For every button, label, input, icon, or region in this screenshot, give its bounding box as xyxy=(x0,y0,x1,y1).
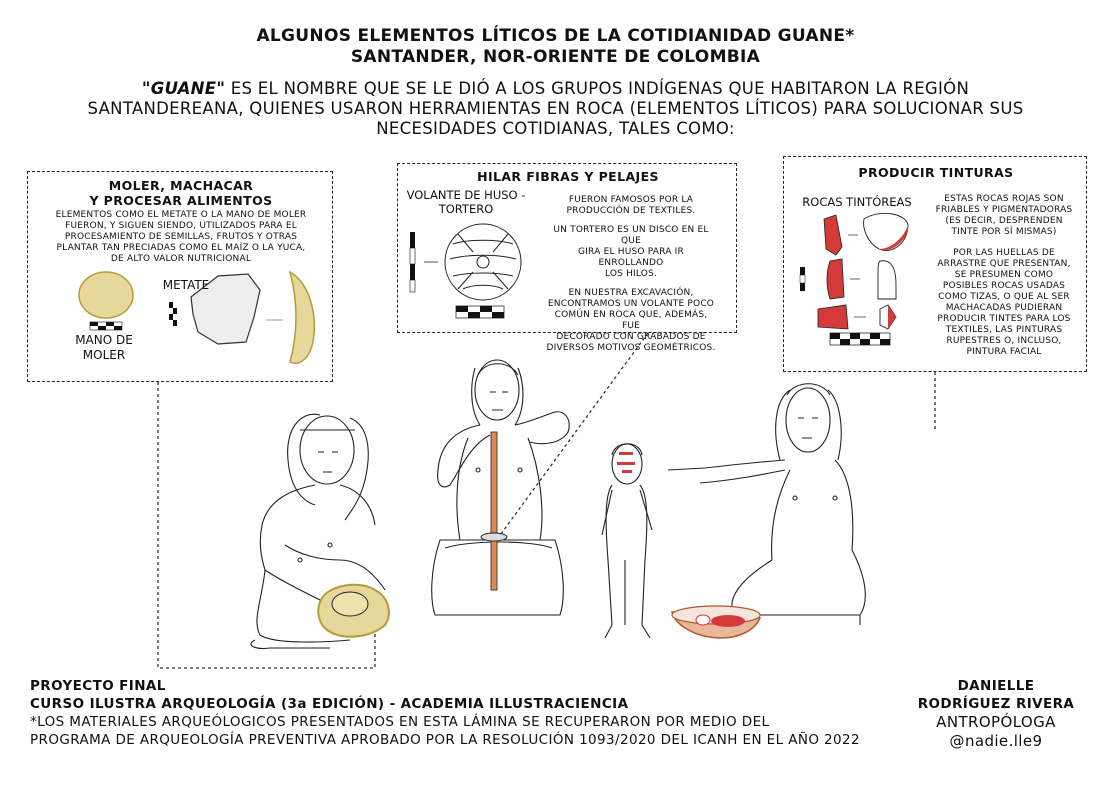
scale-bar-icon xyxy=(89,321,123,331)
panel-hilar: HILAR FIBRAS Y PELAJES VOLANTE DE HUSO -… xyxy=(397,163,737,353)
panel-hilar-text-line xyxy=(546,217,716,225)
panel-hilar-text-line xyxy=(546,280,716,288)
panel-tinturas-text-line xyxy=(924,238,1084,248)
panel-tinturas-text-line: ARRASTRE QUE PRESENTAN, xyxy=(937,259,1071,269)
scale-bar-icon xyxy=(829,332,891,346)
author-name-2: RODRÍGUEZ RIVERA xyxy=(917,696,1075,712)
tortero-disc-icon xyxy=(444,223,522,301)
panel-moler-text: ELEMENTOS COMO EL METATE O LA MANO DE MO… xyxy=(28,210,334,265)
spindle-icon xyxy=(480,431,508,591)
label-mano-2: MOLER xyxy=(82,348,126,362)
bowl-icon xyxy=(670,605,762,639)
panel-moler-title-2: Y PROCESAR ALIMENTOS xyxy=(89,193,273,208)
panel-hilar-text-line: ENCONTRAMOS UN VOLANTE POCO xyxy=(547,299,715,309)
footer-note-2: PROGRAMA DE ARQUEOLOGÍA PREVENTIVA APROB… xyxy=(30,732,861,748)
figure-spinning-woman xyxy=(431,359,570,616)
red-rock-2-icon xyxy=(826,258,845,300)
red-rock-1-icon xyxy=(823,214,843,256)
metate-in-use xyxy=(317,583,390,638)
panel-moler: MOLER, MACHACAR Y PROCESAR ALIMENTOS ELE… xyxy=(27,171,333,382)
figure-kneeling-woman xyxy=(250,413,386,649)
label-mano-1: MANO DE xyxy=(75,333,133,347)
panel-hilar-text-line: LOS HILOS. xyxy=(604,269,658,279)
panel-tinturas-text-line: POSIBLES ROCAS USADAS xyxy=(942,281,1066,291)
scale-bar-vertical-icon xyxy=(169,302,177,326)
panel-tinturas-text-line: PINTURA FACIAL xyxy=(966,347,1042,357)
footer-project-text: PROYECTO FINAL xyxy=(30,678,166,694)
panel-hilar-artifacts xyxy=(409,223,522,319)
intro-line-2: SANTANDEREANA, QUIENES USARON HERRAMIENT… xyxy=(87,99,1024,118)
page-subtitle: SANTANDER, NOR-ORIENTE DE COLOMBIA xyxy=(350,47,761,67)
panel-tinturas-text-line: FRIABLES Y PIGMENTADORAS xyxy=(935,205,1073,215)
panel-moler-text-line: ELEMENTOS COMO EL METATE O LA MANO DE MO… xyxy=(55,210,307,220)
page-title: ALGUNOS ELEMENTOS LÍTICOS DE LA COTIDIAN… xyxy=(256,26,855,46)
panel-tinturas-text-line: (ES DECIR, DESPRENDEN xyxy=(945,216,1063,226)
metate-profile-icon xyxy=(288,270,316,364)
panel-hilar-text-line: COMÚN EN ROCA QUE, ADEMÁS, FUE xyxy=(554,310,708,331)
panel-tinturas-text-line: POR LAS HUELLAS DE xyxy=(953,248,1055,258)
panel-tinturas-title: PRODUCIR TINTURAS xyxy=(858,165,1014,180)
mano-de-moler-icon xyxy=(78,271,134,319)
footer-course: CURSO ILUSTRA ARQUEOLOGÍA (3a EDICIÓN) -… xyxy=(30,695,628,713)
author-name-1: DANIELLE xyxy=(957,678,1035,694)
author-role: ANTROPÓLOGA xyxy=(936,713,1056,731)
panel-tinturas-text-line: RUPESTRES O, INCLUSO, xyxy=(946,336,1062,346)
panel-tinturas-text-line: ESTAS ROCAS ROJAS SON xyxy=(944,194,1064,204)
intro-line-1: "GUANE" ES EL NOMBRE QUE SE LE DIÓ A LOS… xyxy=(40,79,1071,99)
panel-hilar-text-line: EN NUESTRA EXCAVACIÓN, xyxy=(568,288,694,298)
intro-line-1-text: ES EL NOMBRE QUE SE LE DIÓ A LOS GRUPOS … xyxy=(225,79,970,98)
panel-moler-text-line: FUERON, Y SIGUEN SIENDO, UTILIZADOS PARA… xyxy=(65,221,297,231)
figure-painting-woman xyxy=(667,383,866,630)
panel-hilar-text-line: UN TORTERO ES UN DISCO EN EL QUE xyxy=(553,225,709,246)
panel-tinturas-text-line: PRODUCIR TINTES PARA LOS xyxy=(937,314,1071,324)
panel-hilar-text-line: DIVERSOS MOTIVOS GEOMÉTRICOS. xyxy=(546,343,716,353)
red-rock-3-icon xyxy=(817,304,849,330)
panel-tinturas: PRODUCIR TINTURAS ROCAS TINTÓREAS ESTAS … xyxy=(783,156,1087,372)
panel-tinturas-artifacts xyxy=(799,212,909,346)
panel-moler-text-line: PROCESAMIENTO DE SEMILLAS, FRUTOS Y OTRA… xyxy=(64,232,298,242)
panel-hilar-title: HILAR FIBRAS Y PELAJES xyxy=(477,169,659,184)
panel-moler-text-line: DE ALTO VALOR NUTRICIONAL xyxy=(110,254,252,264)
panel-tinturas-text-line: TEXTILES, LAS PINTURAS xyxy=(945,325,1063,335)
label-metate: METATE xyxy=(162,278,210,292)
intro-bold-guane: "GUANE" xyxy=(141,79,226,98)
panel-hilar-text-line: GIRA EL HUSO PARA IR ENROLLANDO xyxy=(578,247,684,268)
footer-note-1: *LOS MATERIALES ARQUEÓLOGICOS PRESENTADO… xyxy=(30,714,770,730)
scale-bar-icon xyxy=(455,305,505,319)
intro-line-3: NECESIDADES COTIDIANAS, TALES COMO: xyxy=(376,119,735,138)
label-rocas: ROCAS TINTÓREAS xyxy=(802,195,912,209)
panel-tinturas-text-line: COMO TIZAS, O QUE AL SER xyxy=(938,292,1070,302)
connector-lines xyxy=(157,332,936,669)
footer-course-text: CURSO ILUSTRA ARQUEOLOGÍA (3a EDICIÓN) -… xyxy=(30,696,629,712)
scale-bar-vertical-icon xyxy=(799,267,806,291)
panel-moler-title-1: MOLER, MACHACAR xyxy=(108,178,254,193)
metate-icon xyxy=(190,273,261,345)
panel-tinturas-text-line: TINTE POR SÍ MISMAS) xyxy=(951,227,1057,237)
panel-hilar-text-line: DECORADO CON GRABADOS DE xyxy=(556,332,706,342)
face-paint-icon xyxy=(617,452,635,473)
panel-moler-artifacts xyxy=(78,270,316,364)
panel-hilar-text-line: PRODUCCIÓN DE TEXTILES. xyxy=(566,206,696,216)
panel-tinturas-text-line: SE PRESUMEN COMO xyxy=(954,270,1054,280)
panel-moler-text-line: PLANTAR TAN PRECIADAS COMO EL MAÍZ O LA … xyxy=(56,243,306,253)
footer-project: PROYECTO FINAL xyxy=(30,677,166,695)
scale-bar-vertical-icon xyxy=(409,232,416,293)
panel-tinturas-text: ESTAS ROCAS ROJAS SON FRIABLES Y PIGMENT… xyxy=(924,194,1084,358)
panel-hilar-text: FUERON FAMOSOS POR LA PRODUCCIÓN DE TEXT… xyxy=(546,195,716,354)
author-handle: @nadie.lle9 xyxy=(949,732,1043,750)
label-volante-2: TORTERO xyxy=(438,202,494,216)
panel-tinturas-text-line: MACHACADAS PUDIERAN xyxy=(945,303,1063,313)
red-rock-1-section-icon xyxy=(863,212,909,251)
panel-hilar-text-line: FUERON FAMOSOS POR LA xyxy=(568,195,694,205)
label-volante-1: VOLANTE DE HUSO - xyxy=(406,188,526,202)
red-rock-2-section-icon xyxy=(877,260,897,300)
